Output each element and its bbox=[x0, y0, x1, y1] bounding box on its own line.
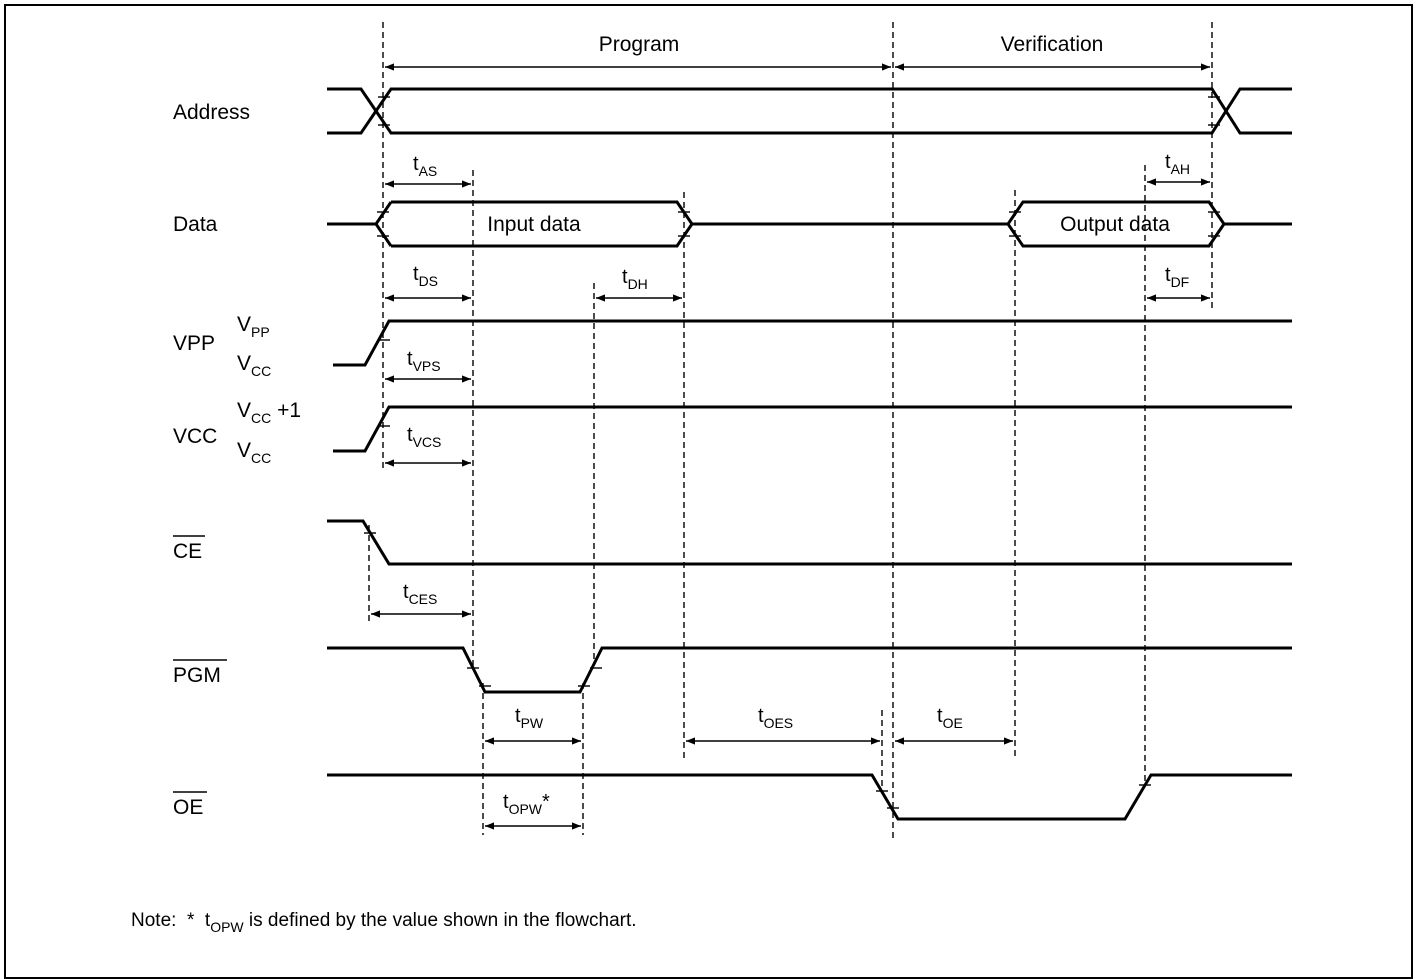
signal-ce-label: CE bbox=[173, 535, 205, 563]
footnote: Note: * tOPW is defined by the value sho… bbox=[131, 910, 637, 935]
input-data-label: Input data bbox=[487, 213, 581, 236]
phase-program-label: Program bbox=[599, 33, 680, 56]
t-as-label: tAS bbox=[413, 153, 437, 179]
t-ah-label: tAH bbox=[1165, 151, 1190, 177]
t-ds-label: tDS bbox=[413, 263, 438, 289]
t-vcs-label: tVCS bbox=[407, 424, 441, 450]
signal-address-label: Address bbox=[173, 101, 250, 124]
signal-pgm-label: PGM bbox=[173, 659, 227, 687]
timing-arrows bbox=[371, 178, 1210, 830]
oe-waveform bbox=[327, 773, 1292, 821]
vpp-high-level-label: VPP bbox=[237, 313, 270, 340]
svg-text:PGM: PGM bbox=[173, 664, 221, 687]
address-waveform bbox=[327, 87, 1292, 135]
svg-text:CE: CE bbox=[173, 540, 202, 563]
t-vps-label: tVPS bbox=[407, 348, 441, 374]
vcc-low-level-label: VCC bbox=[237, 439, 271, 466]
vcc-high-level-label: VCC +1 bbox=[237, 399, 301, 426]
t-oe-label: tOE bbox=[937, 705, 963, 731]
t-dh-label: tDH bbox=[622, 266, 648, 292]
signal-data-label: Data bbox=[173, 213, 218, 236]
pgm-waveform bbox=[327, 646, 1292, 694]
t-oes-label: tOES bbox=[758, 705, 793, 731]
output-data-label: Output data bbox=[1060, 213, 1170, 236]
svg-text:OE: OE bbox=[173, 796, 203, 819]
vpp-low-level-label: VCC bbox=[237, 352, 271, 379]
t-pw-label: tPW bbox=[515, 705, 544, 731]
t-opw-label: tOPW* bbox=[503, 791, 550, 817]
signal-vcc-label: VCC bbox=[173, 425, 217, 448]
data-waveform bbox=[327, 200, 1292, 248]
vpp-waveform bbox=[333, 319, 1292, 367]
vcc-waveform bbox=[333, 405, 1292, 453]
diagram-frame bbox=[4, 4, 1413, 979]
signal-oe-label: OE bbox=[173, 791, 207, 819]
phase-verification-label: Verification bbox=[1001, 33, 1104, 56]
t-df-label: tDF bbox=[1165, 264, 1189, 290]
t-ces-label: tCES bbox=[403, 581, 437, 607]
ce-waveform bbox=[327, 519, 1292, 566]
signal-vpp-label: VPP bbox=[173, 332, 215, 355]
